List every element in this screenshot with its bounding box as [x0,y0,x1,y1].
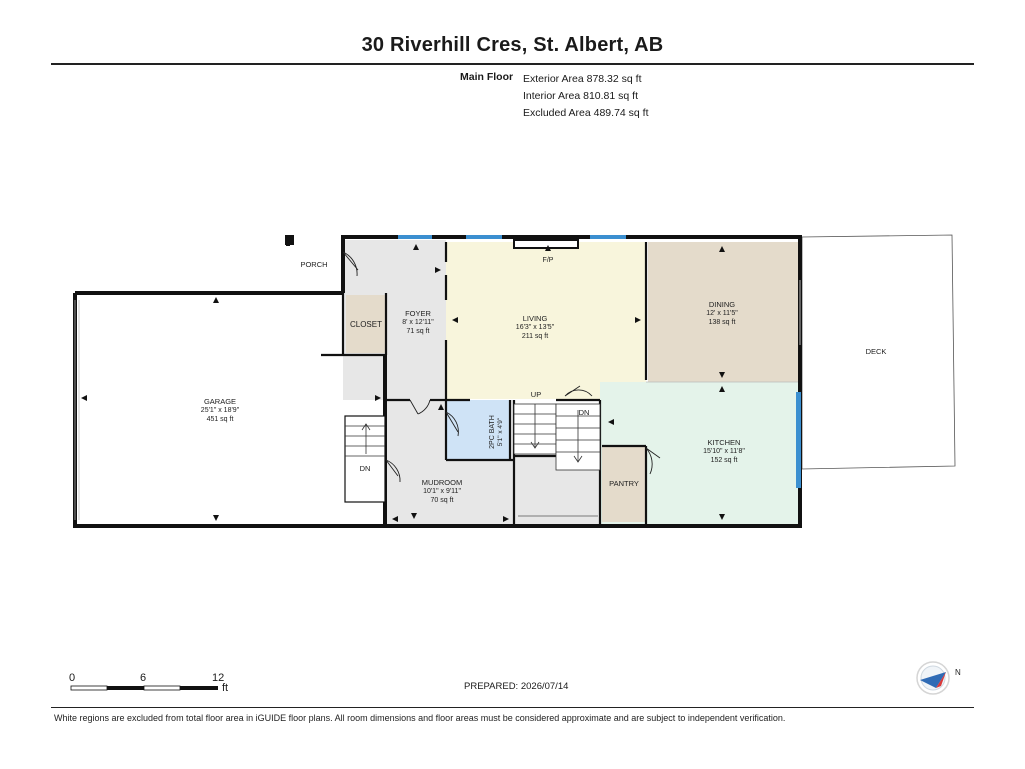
stairs-up-label: UP [531,390,541,399]
area-summary: Exterior Area 878.32 sq ft Interior Area… [523,71,649,122]
scale-unit: ft [222,682,229,694]
bath-dims: 5'1" x 4'9" [497,417,504,446]
closet-label: CLOSET [350,320,382,329]
excluded-area: Excluded Area 489.74 sq ft [523,107,649,119]
dining-label: DINING [709,300,735,309]
pantry-fill [602,446,646,522]
foyer-label: FOYER [405,309,431,318]
garage-area: 451 sq ft [207,416,234,423]
bath-label-group: 2PC BATH 5'1" x 4'9" [489,415,504,449]
pantry-label: PANTRY [609,479,639,488]
interior-area: Interior Area 810.81 sq ft [523,90,638,102]
porch-post [285,235,294,245]
main-stairs [513,403,601,517]
page-title: 30 Riverhill Cres, St. Albert, AB [361,34,664,56]
garage-label: GARAGE [204,397,236,406]
garage-dims: 25'1" x 18'9" [201,407,240,414]
compass-icon [916,661,950,695]
kitchen-label: KITCHEN [708,438,741,447]
garage-fill [75,293,385,525]
bath-fill [447,400,510,460]
windows [398,235,801,488]
scale-tick-12: 12 [212,672,225,684]
kitchen-dims: 15'10" x 11'8" [703,448,745,455]
mudroom-dims: 10'1" x 9'11" [423,488,461,495]
living-fill [446,242,646,399]
porch-label: PORCH [300,260,327,269]
dining-area: 138 sq ft [709,319,736,326]
header-divider [51,63,974,65]
porch-fill [288,237,343,290]
scale-tick-0: 0 [69,672,76,684]
closet-fill [346,295,386,353]
living-label: LIVING [523,314,548,323]
door-swings [342,251,661,483]
fireplace-icon [513,239,579,249]
foyer-dims: 8' x 12'11" [402,319,434,326]
scale-tick-6: 6 [140,672,147,684]
dining-dims: 12' x 11'5" [706,310,738,317]
garage-stairs [344,415,386,503]
prepared-date: PREPARED: 2026/07/14 [464,681,569,692]
living-dims: 16'3" x 13'5" [516,324,555,331]
fireplace-label: F/P [543,257,554,264]
mudroom-area: 70 sq ft [431,497,454,504]
living-area: 211 sq ft [522,333,548,340]
dimension-markers [81,244,725,522]
floor-label: Main Floor [460,71,514,83]
kitchen-area: 152 sq ft [711,457,738,464]
stairs-down-label: DN [579,408,590,417]
exterior-area: Exterior Area 878.32 sq ft [523,73,642,85]
mudroom-label: MUDROOM [422,478,462,487]
deck-label: DECK [866,347,887,356]
disclaimer: White regions are excluded from total fl… [54,713,786,723]
garage-stairs-down-label: DN [360,464,371,473]
foyer-area: 71 sq ft [407,328,430,335]
dining-fill [648,242,798,382]
compass-north-label: N [955,668,961,677]
bath-label: 2PC BATH [489,415,496,449]
footer-divider [51,707,974,708]
scale-bar [70,685,218,691]
